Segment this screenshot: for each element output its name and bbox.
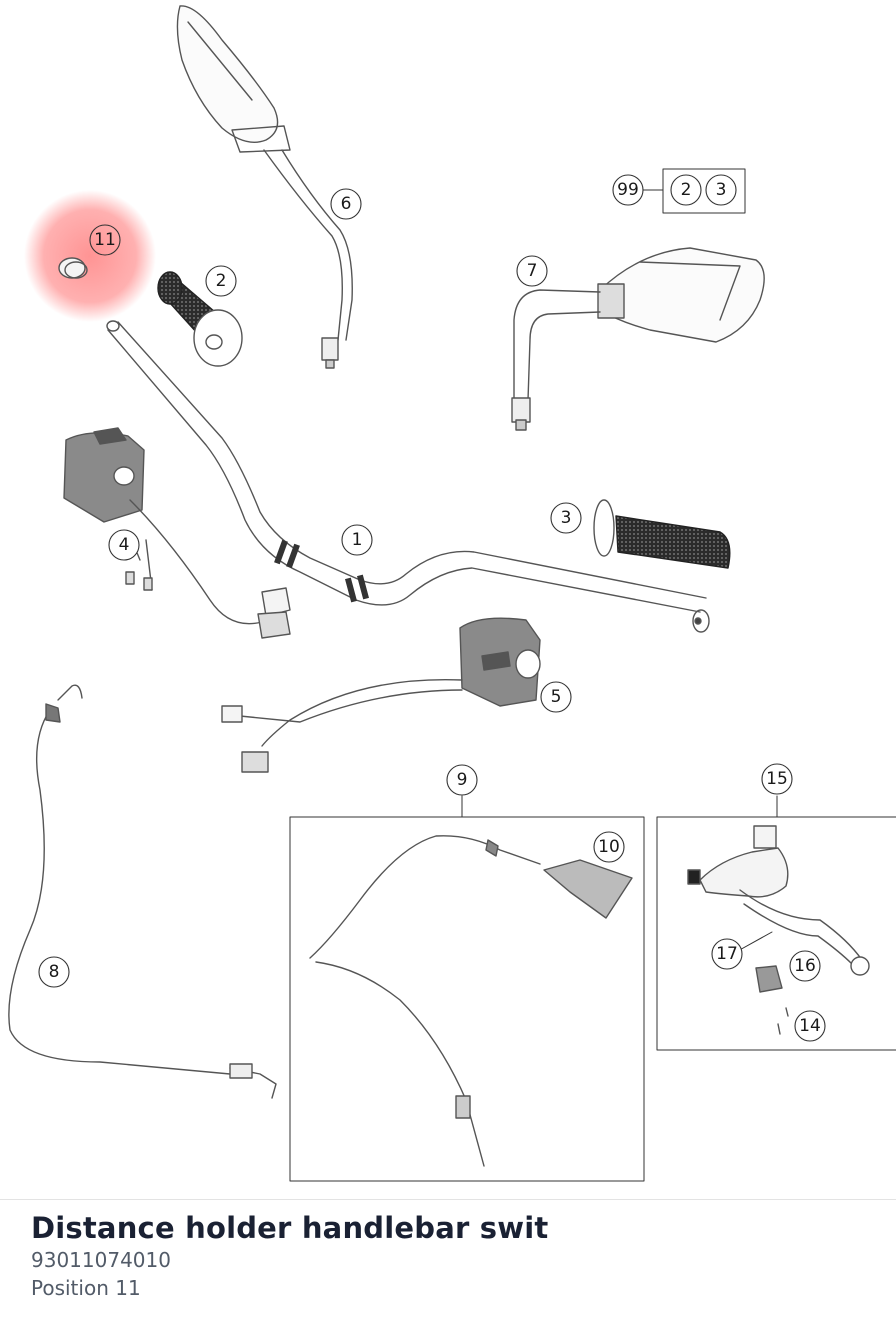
mirror-right-part[interactable]: [511, 247, 765, 431]
left-switch-part[interactable]: [63, 427, 291, 639]
callout-5[interactable]: 5: [540, 681, 572, 713]
callout-1-label: 1: [352, 530, 363, 550]
callout-10-label: 10: [598, 837, 620, 857]
kit-99-box: [662, 168, 746, 214]
kit-label-2: 2: [681, 180, 692, 200]
handlebar-part[interactable]: [106, 320, 710, 633]
kit-callout-99[interactable]: 99: [612, 174, 644, 206]
callout-8-label: 8: [49, 962, 60, 982]
kit-item-3[interactable]: 3: [705, 174, 737, 206]
brake-lever-group-box: [656, 816, 896, 1051]
footer-divider: [0, 1199, 896, 1200]
part-position: Position 11: [31, 1276, 141, 1300]
clutch-cable-part[interactable]: [309, 835, 633, 1167]
callout-2-label: 2: [216, 271, 227, 291]
clutch-cable-group-box: [289, 816, 645, 1182]
callout-10[interactable]: 10: [593, 831, 625, 863]
grip-right-part[interactable]: [593, 499, 731, 569]
callout-5-label: 5: [551, 687, 562, 707]
part-number: 93011074010: [31, 1248, 171, 1272]
callout-16[interactable]: 16: [789, 950, 821, 982]
callout-6[interactable]: 6: [330, 188, 362, 220]
callout-6-label: 6: [341, 194, 352, 214]
right-switch-part[interactable]: [221, 617, 541, 773]
callout-2[interactable]: 2: [205, 265, 237, 297]
grip-left-part[interactable]: [157, 271, 243, 367]
part-title: Distance holder handlebar swit: [31, 1211, 549, 1245]
callout-4-label: 4: [119, 535, 130, 555]
callout-3[interactable]: 3: [550, 502, 582, 534]
distance-holder-part[interactable]: [58, 257, 88, 279]
kit-item-2[interactable]: 2: [670, 174, 702, 206]
throttle-cable-part[interactable]: [8, 684, 277, 1099]
part-info-panel: Distance holder handlebar swit 930110740…: [31, 1210, 548, 1302]
exploded-parts-diagram: 1 2 3 4 5 6 7 8 9 10 11 14 15 16 17 99 2 3: [8, 5, 896, 1182]
callout-8[interactable]: 8: [38, 956, 70, 988]
callout-14-label: 14: [799, 1016, 821, 1036]
selected-part-highlight: [24, 190, 156, 322]
callout-14[interactable]: 14: [794, 1010, 826, 1042]
callout-16-label: 16: [794, 956, 816, 976]
callout-17-label: 17: [716, 944, 738, 964]
callout-4[interactable]: 4: [108, 529, 140, 561]
callout-9[interactable]: 9: [446, 764, 478, 796]
callout-9-label: 9: [457, 770, 468, 790]
kit-label-3: 3: [716, 180, 727, 200]
callout-11[interactable]: 11: [89, 224, 121, 256]
kit-label-99: 99: [617, 180, 639, 200]
callout-15[interactable]: 15: [761, 763, 793, 795]
callout-7-label: 7: [527, 261, 538, 281]
callout-11-label: 11: [94, 230, 116, 250]
callout-3-label: 3: [561, 508, 572, 528]
callout-15-label: 15: [766, 769, 788, 789]
mirror-left-part[interactable]: [176, 5, 353, 369]
callout-1[interactable]: 1: [341, 524, 373, 556]
brake-lever-part[interactable]: [687, 825, 870, 1035]
callout-17[interactable]: 17: [711, 938, 743, 970]
callout-7[interactable]: 7: [516, 255, 548, 287]
